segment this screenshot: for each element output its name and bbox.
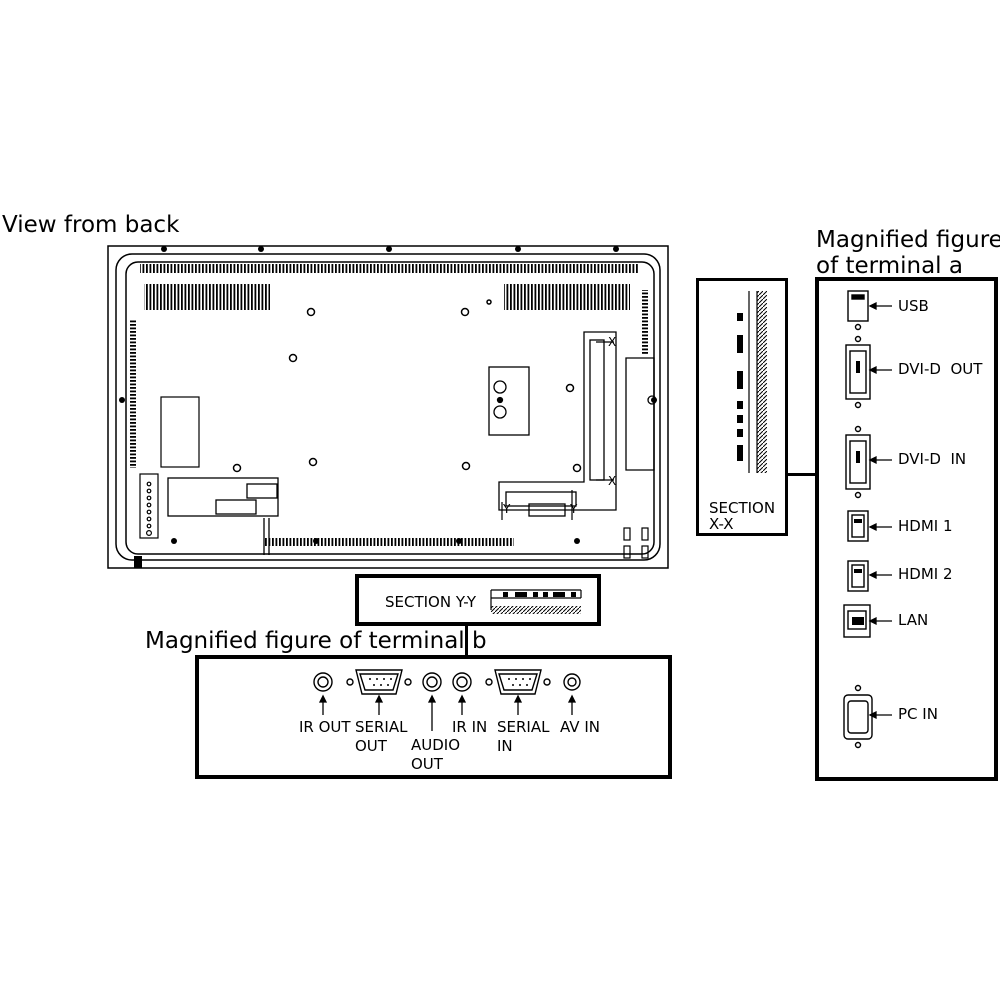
terminal-a-box [815,277,998,781]
section-xx-label-line1: SECTION [709,499,776,517]
ir-out-line1: IR OUT [299,718,351,736]
section-xx-drawing [737,291,767,473]
terminal-a-title: Magnified figure of terminal a [816,229,1000,278]
port-label-ir-in: IR IN [452,718,487,737]
marker-y-left: Y [502,502,511,516]
ir-out-port-icon [313,672,333,692]
dvi-d-out-port-icon [845,344,871,400]
marker-y-right: Y [569,502,578,516]
pc-in-port-icon [843,694,873,740]
monitor-outer-frame [107,245,669,569]
port-label-audio-out: AUDIO OUT [411,736,460,774]
terminal-a-title-line2: of terminal a [816,253,963,279]
connector-line-yy [465,626,468,656]
section-xx-label-line2: X-X [709,515,734,533]
serial-in-port-icon [494,669,542,695]
terminal-b-box [195,655,672,779]
port-label-ir-out: IR OUT [299,718,351,737]
port-label-dvi-d-out: DVI-D OUT [898,360,983,378]
section-xx-box: SECTION X-X [696,278,788,536]
center-bracket [488,366,530,436]
av-in-line1: AV IN [560,718,600,736]
marker-x-top: X [608,335,616,349]
port-label-serial-in: SERIAL IN [497,718,549,756]
audio-out-port-icon [422,672,442,692]
usb-port-icon [847,290,869,322]
section-yy-label: SECTION Y-Y [385,593,477,611]
serial-in-line2: IN [497,737,513,755]
monitor-back-view: X X Y Y [107,245,669,569]
vesa-mount-points [232,299,582,473]
port-label-usb: USB [898,297,929,315]
audio-out-line2: OUT [411,755,443,773]
terminal-a-arrows [868,301,892,720]
label-plate [160,396,200,468]
connector-line-xx [788,473,818,476]
terminal-a-title-line1: Magnified figure [816,227,1000,253]
terminal-b-ports-drawing [313,669,581,731]
terminal-a-ports-drawing [843,290,873,749]
port-label-hdmi-1: HDMI 1 [898,517,953,535]
serial-in-line1: SERIAL [497,718,550,736]
side-connectors [623,527,649,559]
terminal-b-title: Magnified figure of terminal b [145,630,491,653]
section-markers [501,341,614,520]
marker-x-bottom: X [608,474,616,488]
back-view-title: View from back [2,212,180,238]
port-label-hdmi-2: HDMI 2 [898,565,953,583]
port-label-pc-in: PC IN [898,705,938,723]
section-yy-drawing [490,589,582,614]
serial-out-port-icon [355,669,403,695]
port-label-lan: LAN [898,611,929,629]
terminal-a-housing [498,331,657,517]
ir-in-port-icon [452,672,472,692]
serial-out-line2: OUT [355,737,387,755]
serial-out-line1: SERIAL [355,718,408,736]
dvi-d-in-port-icon [845,434,871,490]
ir-in-line1: IR IN [452,718,488,736]
audio-out-line1: AUDIO [411,736,461,754]
section-yy-box: SECTION Y-Y [355,574,601,626]
hdmi-1-port-icon [847,510,869,542]
av-in-port-icon [563,673,581,691]
port-label-serial-out: SERIAL OUT [355,718,407,756]
monitor-inner-frame [115,253,661,561]
port-label-dvi-d-in: DVI-D IN [898,450,967,468]
port-label-av-in: AV IN [560,718,600,737]
control-buttons [139,473,159,539]
terminal-b-housing [167,477,279,555]
hdmi-2-port-icon [847,560,869,592]
